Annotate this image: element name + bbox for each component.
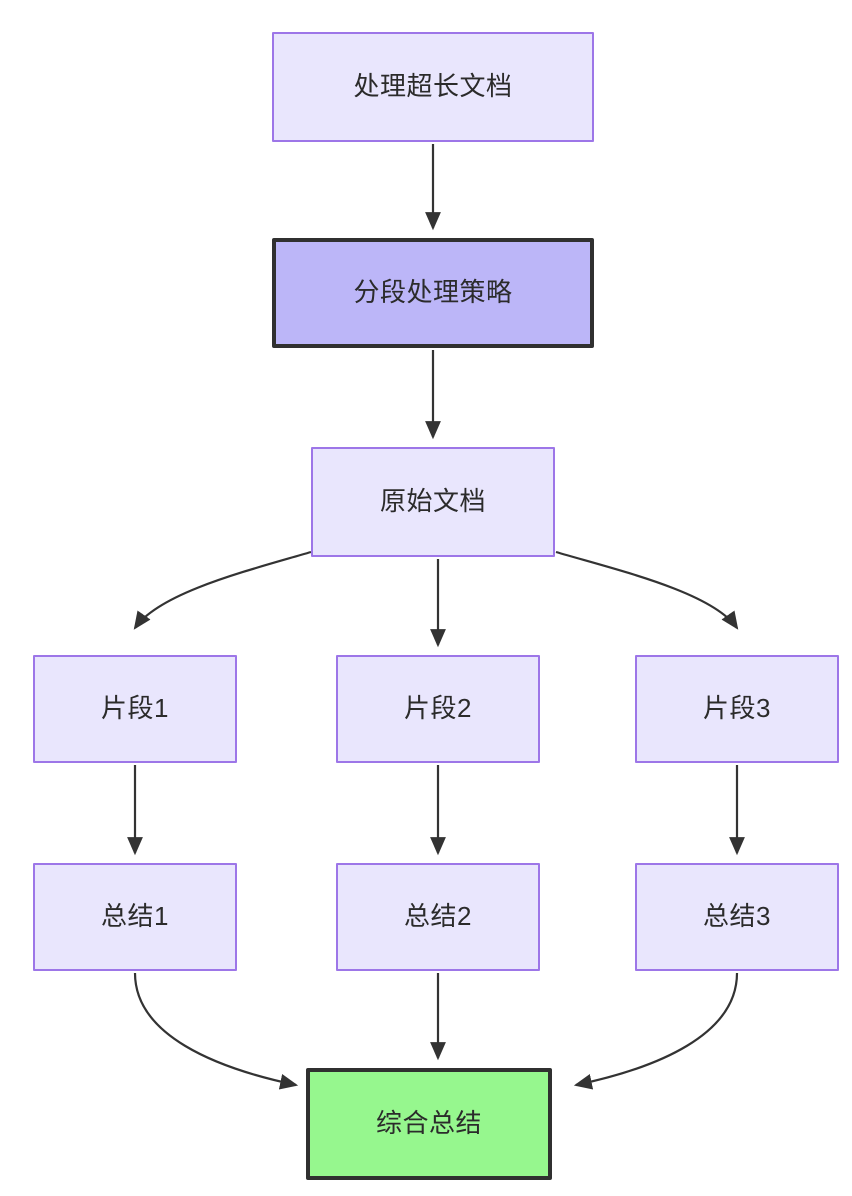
edge-n3-to-n6 bbox=[555, 550, 739, 630]
node-n6[interactable]: 片段3 bbox=[635, 655, 839, 763]
node-n7[interactable]: 总结1 bbox=[33, 863, 237, 971]
node-label-n10: 综合总结 bbox=[375, 1108, 482, 1139]
node-label-n7: 总结1 bbox=[101, 901, 169, 932]
node-label-n8: 总结2 bbox=[404, 901, 472, 932]
node-label-n9: 总结3 bbox=[703, 901, 771, 932]
node-n1[interactable]: 处理超长文档 bbox=[272, 32, 594, 142]
node-label-n4: 片段1 bbox=[101, 693, 169, 724]
node-label-n1: 处理超长文档 bbox=[353, 71, 513, 102]
node-n2[interactable]: 分段处理策略 bbox=[272, 238, 594, 348]
edge-n9-to-n10 bbox=[573, 972, 739, 1090]
edge-n7-to-n10 bbox=[133, 972, 299, 1090]
node-n4[interactable]: 片段1 bbox=[33, 655, 237, 763]
node-n3[interactable]: 原始文档 bbox=[311, 447, 555, 557]
node-label-n3: 原始文档 bbox=[379, 486, 486, 517]
node-n10[interactable]: 综合总结 bbox=[306, 1068, 552, 1180]
node-n8[interactable]: 总结2 bbox=[336, 863, 540, 971]
node-n5[interactable]: 片段2 bbox=[336, 655, 540, 763]
node-label-n5: 片段2 bbox=[404, 693, 472, 724]
node-n9[interactable]: 总结3 bbox=[635, 863, 839, 971]
node-label-n6: 片段3 bbox=[703, 693, 771, 724]
node-label-n2: 分段处理策略 bbox=[353, 277, 513, 308]
edge-n3-to-n4 bbox=[133, 550, 312, 630]
